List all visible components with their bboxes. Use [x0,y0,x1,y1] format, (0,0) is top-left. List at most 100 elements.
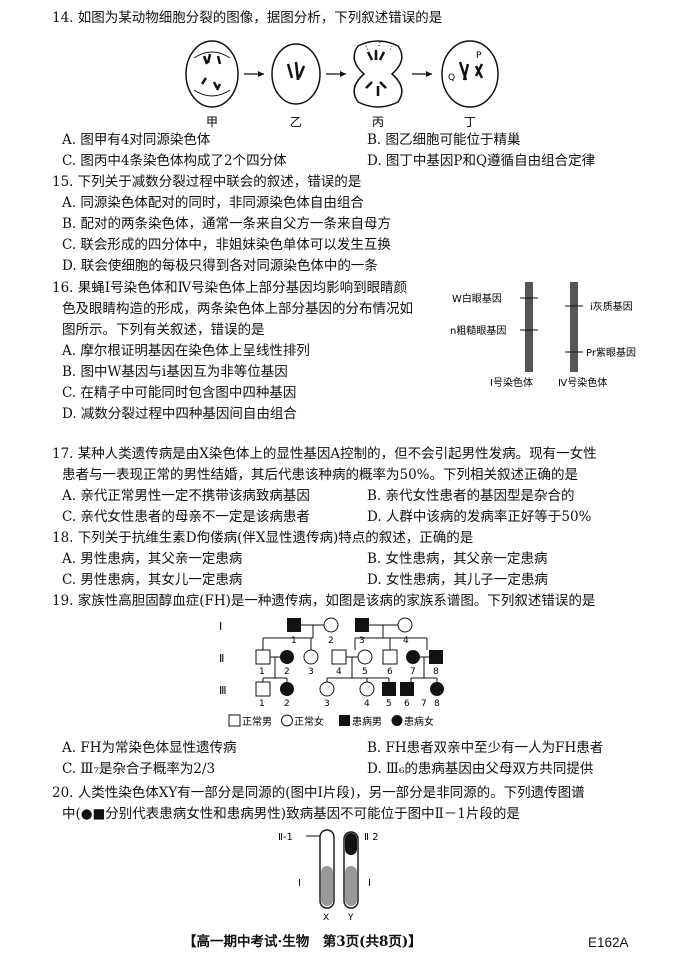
option-c[interactable]: C. 联会形成的四分体中，非姐妹染色单体可以发生互换 [62,237,391,253]
option-b[interactable]: B. 图中W基因与i基因互为非等位基因 [62,364,288,380]
option-c[interactable]: C. 图丙中4条染色体构成了2个四分体 [62,153,287,169]
cell-label: 甲 [206,115,218,129]
individual-number: 7 [421,699,427,709]
option-c[interactable]: C. 在精子中可能同时包含图中四种基因 [62,385,297,401]
normal-female [357,649,373,665]
individual-number: 3 [308,667,314,677]
individual-number: 6 [404,699,410,709]
legend-label: 患病男 [352,715,382,728]
option-c[interactable]: C. 男性患病，其女儿一定患病 [62,572,243,588]
question-stem-line: 20. 人类性染色体XY有一部分是同源的(图中Ⅰ片段)，另一部分是非同源的。下列… [52,785,585,801]
chromosome-name: Ⅳ号染色体 [558,376,607,389]
question-stem-line: 中(●■分别代表患病女性和患病男性)致病基因不可能位于图中Ⅱ－1片段的是 [62,806,520,822]
footer-code: E162A [588,935,629,950]
gene-label-q: Q [448,73,455,83]
option-d[interactable]: D. 联会使细胞的每极只得到各对同源染色体中的一条 [62,258,378,274]
option-a[interactable]: A. FH为常染色体显性遗传病 [62,740,237,756]
segment-label: Ⅰ [368,878,371,889]
individual-number: 7 [410,667,416,677]
normal-female [397,617,413,633]
individual-number: 2 [328,636,334,646]
normal-female [359,681,375,697]
question-17: 17. 某种人类遗传病是由X染色体上的显性基因A控制的，但不会引起男性发病。现有… [52,444,652,528]
option-b[interactable]: B. FH患者双亲中至少有一人为FH患者 [367,740,604,756]
option-d[interactable]: D. 女性患病，其儿子一定患病 [367,572,548,588]
question-stem: 14. 如图为某动物细胞分裂的图像，据图分析，下列叙述错误的是 [52,10,443,26]
normal-male [255,681,271,697]
generation-label: Ⅱ [219,652,224,665]
question-stem-line: 17. 某种人类遗传病是由X染色体上的显性基因A控制的，但不会引起男性发病。现有… [52,446,597,462]
segment-label: Ⅱ 2 [364,832,378,843]
option-d[interactable]: D. Ⅲ₆的患病基因由父母双方共同提供 [367,761,594,777]
option-d[interactable]: D. 人群中该病的发病率正好等于50% [367,509,592,525]
question-15: 15. 下列关于减数分裂过程中联会的叙述，错误的是 A. 同源染色体配对的同时，… [52,172,652,277]
option-a[interactable]: A. 男性患病，其父亲一定患病 [62,551,243,567]
chromosome-i [525,282,533,372]
individual-number: 2 [284,699,290,709]
normal-female [319,681,335,697]
affected-female [280,682,294,696]
normal-female [323,617,339,633]
affected-female [430,682,444,696]
question-stem-line: 患者与一表现正常的男性结婚，其后代患该种病的概率为50%。下列相关叙述正确的是 [62,467,579,483]
chromosome-name: Ⅰ号染色体 [490,376,533,389]
legend-affected-male-icon [339,715,350,726]
question-stem-line: 16. 果蝇Ⅰ号染色体和Ⅳ号染色体上部分基因均影响到眼睛颜 [52,280,408,296]
affected-male [382,682,396,696]
cell-label: 丁 [464,115,476,129]
legend-label: 患病女 [404,715,434,728]
individual-number: 1 [259,667,265,677]
generation-label: Ⅰ [219,620,222,633]
legend-label: 正常女 [294,715,324,728]
question-16: 16. 果蝇Ⅰ号染色体和Ⅳ号染色体上部分基因均影响到眼睛颜 色及眼睛构造的形成，… [52,278,452,425]
chromosome-iv [570,282,578,372]
option-a[interactable]: A. 同源染色体配对的同时，非同源染色体自由组合 [62,195,364,211]
gene-label: i灰质基因 [590,300,633,313]
option-b[interactable]: B. 亲代女性患者的基因型是杂合的 [367,488,575,504]
question-19: 19. 家族性高胆固醇血症(FH)是一种遗传病，如图是该病的家族系谱图。下列叙述… [52,591,652,612]
option-b[interactable]: B. 图乙细胞可能位于精巢 [367,132,521,148]
cell-division-figure: P Q 甲 乙 丙 丁 [185,40,499,129]
gene-label: n粗糙眼基因 [450,324,506,337]
generation-label: Ⅲ [219,684,227,697]
legend-normal-male-icon [228,714,241,727]
affected-male [429,650,443,664]
question-19-options: A. FH为常染色体显性遗传病 B. FH患者双亲中至少有一人为FH患者 C. … [52,738,652,780]
gene-label: W白眼基因 [452,292,502,305]
cell-bing [353,40,403,108]
option-c[interactable]: C. Ⅲ₇是杂合子概率为2/3 [62,761,216,777]
individual-number: 8 [433,667,439,677]
legend-affected-female-icon [391,715,403,726]
sex-chromosome-figure: Ⅱ-1 Ⅰ Ⅱ 2 Ⅰ X Y [278,829,378,921]
individual-number: 2 [284,667,290,677]
pedigree-figure: Ⅰ Ⅱ Ⅲ 1 2 3 4 1 2 3 4 5 6 7 8 1 [219,617,444,728]
individual-number: 3 [324,699,330,709]
normal-male [255,649,271,665]
option-a[interactable]: A. 亲代正常男性一定不携带该病致病基因 [62,488,310,504]
cell-ding: P Q [441,40,499,108]
question-20: 20. 人类性染色体XY有一部分是同源的(图中Ⅰ片段)，另一部分是非同源的。下列… [52,783,652,825]
option-c[interactable]: C. 亲代女性患者的母亲不一定是该病患者 [62,509,310,525]
option-d[interactable]: D. 减数分裂过程中四种基因间自由组合 [62,406,297,422]
gene-label: Pr紫眼基因 [586,346,636,359]
question-stem-line: 色及眼睛构造的形成，两条染色体上部分基因的分布情况如 [62,301,413,317]
option-a[interactable]: A. 图甲有4对同源染色体 [62,132,211,148]
affected-male [400,682,414,696]
option-d[interactable]: D. 图丁中基因P和Q遵循自由组合定律 [367,153,596,169]
footer-page-info: 【高一期中考试·生物 第3页(共8页)】 [183,934,422,950]
individual-number: 4 [336,667,342,677]
question-stem: 19. 家族性高胆固醇血症(FH)是一种遗传病，如图是该病的家族系谱图。下列叙述… [52,593,596,609]
segment-label: Ⅰ [298,878,301,889]
individual-number: 5 [386,699,392,709]
individual-number: 4 [403,636,409,646]
affected-male [287,618,301,632]
affected-male [355,618,369,632]
option-b[interactable]: B. 女性患病，其父亲一定患病 [367,551,548,567]
question-stem-line: 图所示。下列有关叙述，错误的是 [62,322,265,338]
individual-number: 5 [362,667,368,677]
cell-label: 丙 [372,115,384,129]
option-a[interactable]: A. 摩尔根证明基因在染色体上呈线性排列 [62,343,310,359]
option-b[interactable]: B. 配对的两条染色体，通常一条来自父方一条来自母方 [62,216,392,232]
cell-jia [185,40,239,108]
legend-label: 正常男 [242,715,272,728]
